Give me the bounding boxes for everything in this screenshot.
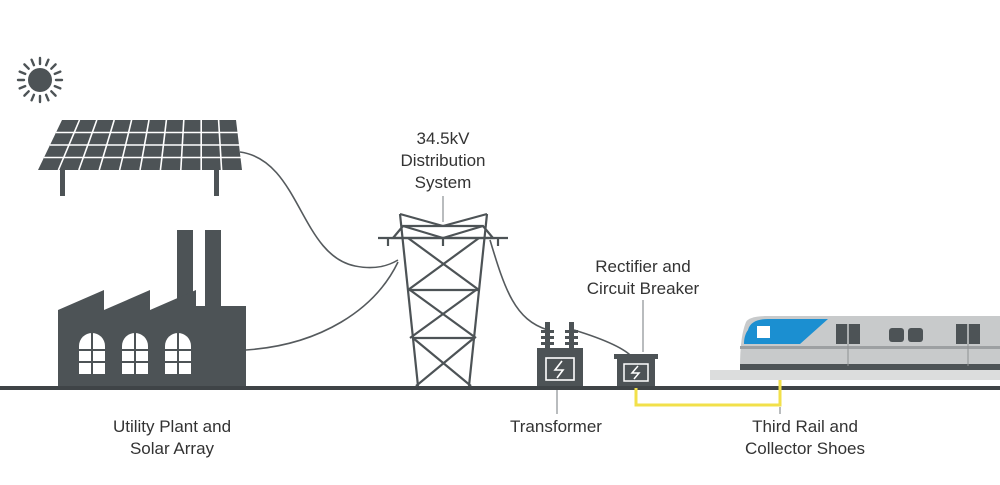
sun-icon bbox=[16, 56, 64, 104]
distribution-label-line-3: System bbox=[414, 173, 472, 192]
utility-plant-label: Utility Plant and Solar Array bbox=[92, 416, 252, 460]
ground-line bbox=[0, 386, 1000, 390]
rectifier-label-line-1: Rectifier and bbox=[595, 257, 691, 276]
transformer-label: Transformer bbox=[496, 416, 616, 438]
third-rail bbox=[634, 378, 782, 407]
utility-label-line-1: Utility Plant and bbox=[112, 417, 232, 436]
distribution-label-line-2: Distribution bbox=[400, 151, 486, 170]
third-rail-label-line-2: Collector Shoes bbox=[744, 439, 865, 458]
rectifier-label: Rectifier and Circuit Breaker bbox=[568, 256, 718, 300]
third-rail-label: Third Rail and Collector Shoes bbox=[730, 416, 880, 460]
solar-panel-icon bbox=[38, 119, 242, 196]
train-icon bbox=[710, 316, 1000, 380]
third-rail-label-line-1: Third Rail and bbox=[752, 417, 858, 436]
factory-icon bbox=[58, 230, 246, 386]
transmission-tower-icon bbox=[378, 212, 508, 387]
transformer-label-text: Transformer bbox=[510, 417, 602, 436]
distribution-system-label: 34.5kV Distribution System bbox=[383, 128, 503, 194]
rectifier-label-line-2: Circuit Breaker bbox=[586, 279, 700, 298]
distribution-label-line-1: 34.5kV bbox=[416, 129, 470, 148]
transformer-icon bbox=[537, 322, 583, 386]
utility-label-line-2: Solar Array bbox=[129, 439, 215, 458]
rectifier-icon bbox=[614, 354, 658, 386]
